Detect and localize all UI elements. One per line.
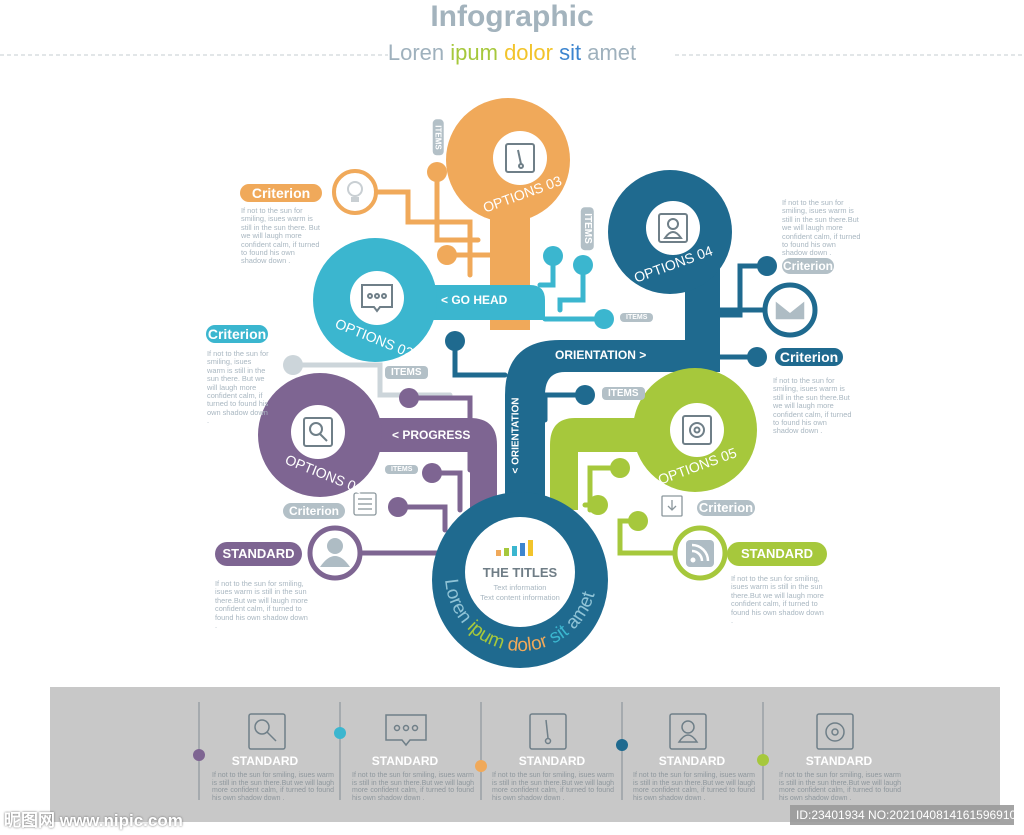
description: If not to the sun for smiling, isues war… — [773, 376, 852, 436]
bar-chart-icon — [496, 540, 533, 556]
bottom-item-text: If not to the sun for smiling, isues war… — [633, 772, 755, 802]
criterion-gray: Criterion — [782, 258, 834, 274]
bottom-item-text: If not to the sun for smiling, isues war… — [212, 772, 334, 802]
subtitle: Loren ipum dolor sit amet — [387, 40, 637, 65]
bottom-item-text: If not to the sun for smiling, isues war… — [779, 772, 901, 802]
bottom-item-text: If not to the sun for smiling, isues war… — [352, 772, 474, 802]
bottom-item-label: STANDARD — [518, 754, 586, 768]
items-tag: ITEMS — [385, 465, 419, 474]
go-head-label: < GO HEAD — [441, 293, 508, 307]
bottom-item-label: STANDARD — [805, 754, 873, 768]
standard-purple: STANDARD — [215, 542, 302, 566]
center-line2: Text content information — [480, 593, 560, 602]
criterion-gray: Criterion — [283, 503, 345, 519]
envelope-icon — [762, 282, 818, 338]
criterion-orange: Criterion — [240, 184, 322, 202]
bottom-item-label: STANDARD — [231, 754, 299, 768]
bottom-item-label: STANDARD — [658, 754, 726, 768]
download-icon — [661, 495, 683, 517]
center-line1: Text information — [493, 583, 547, 592]
progress-label: < PROGRESS — [392, 428, 471, 442]
user-icon-small — [669, 713, 707, 750]
watermark-box — [790, 805, 1014, 825]
description: If not to the sun for smiling, isues war… — [731, 574, 824, 626]
center-title: THE TITLES — [482, 565, 558, 580]
criterion-teal: Criterion — [206, 325, 268, 343]
lightbulb-icon — [332, 169, 378, 215]
bottom-item-text: If not to the sun for smiling, isues war… — [492, 772, 614, 802]
watermark-left: 昵图网 www.nipic.com — [4, 811, 183, 830]
criterion-blue: Criterion — [775, 348, 843, 366]
sliders-icon — [353, 492, 377, 516]
description: If not to the sun for smiling, isues war… — [215, 579, 308, 631]
orientation-label: ORIENTATION > — [555, 348, 647, 362]
items-tag: ITEMS — [432, 119, 444, 156]
bottom-item-label: STANDARD — [371, 754, 439, 768]
description: If not to the sun for smiling, isues war… — [207, 349, 269, 426]
bottom-panel — [50, 687, 1000, 822]
orientation-vertical-label: < ORIENTATION — [510, 397, 522, 474]
chat-icon — [385, 714, 427, 747]
items-tag: ITEMS — [620, 313, 654, 322]
items-tag: ITEMS — [385, 366, 428, 379]
items-tag: ITEMS — [602, 387, 645, 400]
page-title: Infographic — [430, 0, 594, 33]
gear-icon — [816, 713, 854, 750]
gauge-icon — [529, 713, 567, 750]
standard-green: STANDARD — [727, 542, 827, 566]
watermark-right: ID:23401934 NO:20210408141615969107 — [796, 808, 1023, 822]
description: If not to the sun for smiling, isues war… — [782, 198, 861, 258]
description: If not to the sun for smiling, isues war… — [241, 206, 320, 266]
items-tag: ITEMS — [580, 207, 594, 250]
criterion-gray: Criterion — [697, 500, 755, 516]
search-icon — [248, 713, 286, 750]
